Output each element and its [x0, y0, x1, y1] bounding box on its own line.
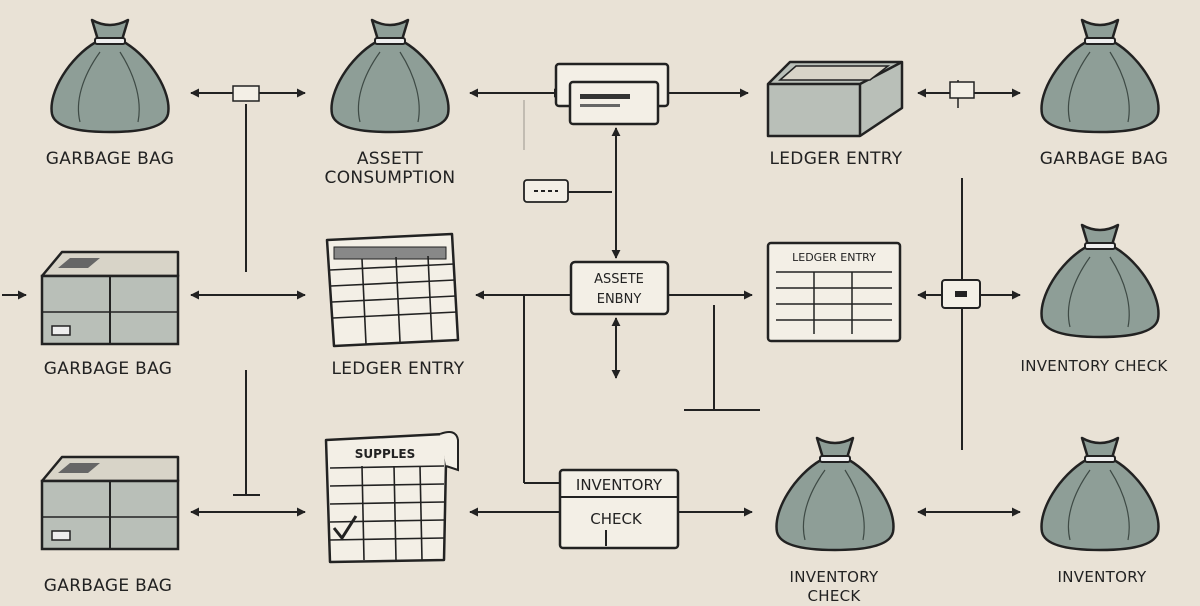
asset-entry-line1: ASSETE: [594, 272, 644, 287]
label-garbage-bag-mid-left: GARBAGE BAG: [43, 359, 173, 379]
label-garbage-bag-top-right: GARBAGE BAG: [1039, 149, 1169, 169]
garbage-bag-icon-bottom-mid: [775, 436, 895, 552]
label-inventory-check-bottom: INVENTORY CHECK: [789, 568, 879, 605]
label-asset-consumption: ASSETT CONSUMPTION: [324, 149, 456, 188]
label-ledger-entry-mid: LEDGER ENTRY: [331, 359, 465, 379]
garbage-bag-icon-top-left: [50, 18, 170, 134]
inventory-check-box: [558, 468, 680, 550]
asset-entry-box: [569, 260, 670, 316]
tray-icon: [766, 60, 904, 138]
label-ledger-entry-top: LEDGER ENTRY: [769, 149, 903, 169]
crate-icon-mid-left: [40, 250, 180, 346]
checkmark-icon: [332, 515, 358, 541]
ledger-table-header: LEDGER ENTRY: [792, 251, 876, 264]
label-garbage-bag-top-left: GARBAGE BAG: [45, 149, 175, 169]
connector-tag-1: [232, 85, 260, 102]
label-inventory-check-right: INVENTORY CHECK: [1020, 357, 1168, 375]
inventory-check-box-bottom: CHECK: [590, 510, 643, 528]
connector-tag-2: [523, 179, 569, 203]
ledger-sheet-icon: [325, 232, 460, 348]
garbage-bag-icon-bottom-right: [1040, 436, 1160, 552]
card-stack-icon: [554, 62, 670, 126]
ledger-table-icon: LEDGER ENTRY: [766, 241, 902, 343]
label-garbage-bag-bottom-left: GARBAGE BAG: [43, 576, 173, 596]
crate-icon-bottom-left: [40, 455, 180, 551]
garbage-bag-icon-asset: [330, 18, 450, 134]
garbage-bag-icon-mid-right: [1040, 223, 1160, 339]
asset-entry-line2: ENBNY: [597, 292, 642, 307]
inventory-check-box-top: INVENTORY: [576, 476, 663, 494]
supplies-header: SUPPLES: [355, 447, 415, 461]
connector-lines: [2, 80, 1021, 517]
label-inventory-bottom-right: INVENTORY: [1057, 568, 1147, 586]
garbage-bag-icon-top-right: [1040, 18, 1160, 134]
supplies-checklist-icon: SUPPLES: [324, 431, 459, 564]
